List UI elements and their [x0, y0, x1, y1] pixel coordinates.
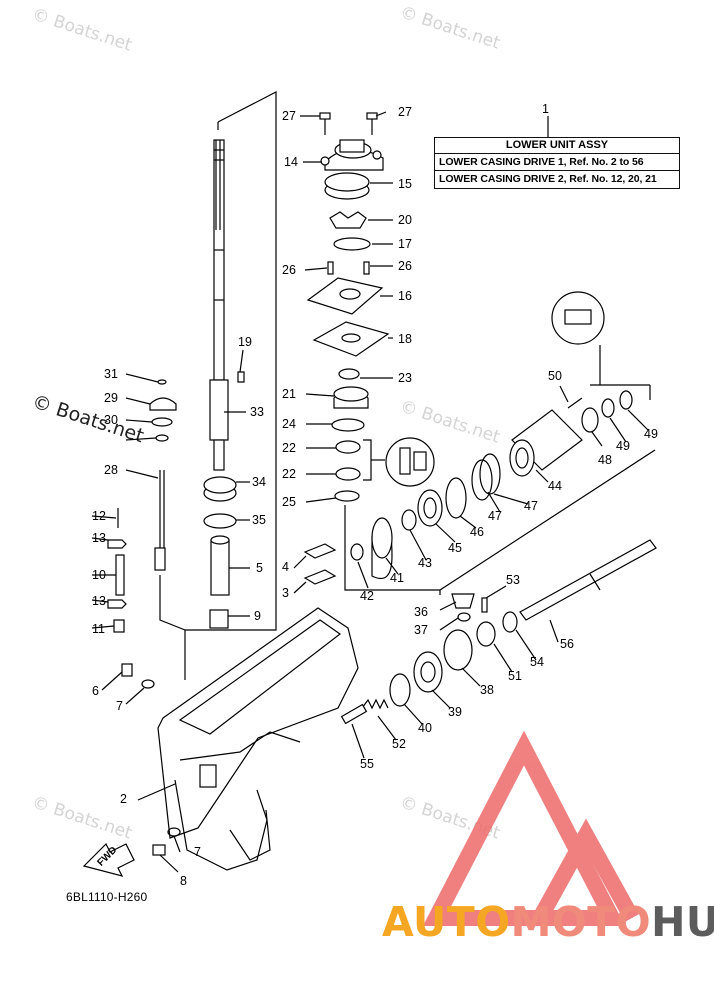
part-label-13: 13: [92, 594, 106, 608]
part-label-25: 25: [282, 495, 296, 509]
assembly-number: 1: [542, 102, 549, 116]
part-label-26: 26: [398, 259, 412, 273]
part-label-55: 55: [360, 757, 374, 771]
part-label-16: 16: [398, 289, 412, 303]
part-label-15: 15: [398, 177, 412, 191]
part-label-56: 56: [560, 637, 574, 651]
part-label-7: 7: [194, 845, 201, 859]
part-label-24: 24: [282, 417, 296, 431]
part-label-34: 34: [252, 475, 266, 489]
part-label-27: 27: [398, 105, 412, 119]
part-label-22: 22: [282, 467, 296, 481]
part-label-31: 31: [104, 367, 118, 381]
brand-wordmark: AUTOMOTOHUB: [382, 898, 714, 946]
part-label-13: 13: [92, 531, 106, 545]
part-label-54: 54: [530, 655, 544, 669]
assembly-info-box: LOWER UNIT ASSY LOWER CASING DRIVE 1, Re…: [434, 137, 680, 189]
part-label-28: 28: [104, 463, 118, 477]
part-label-22: 22: [282, 441, 296, 455]
assembly-line-1: LOWER CASING DRIVE 1, Ref. No. 2 to 56: [439, 156, 644, 168]
part-label-47: 47: [488, 509, 502, 523]
part-label-38: 38: [480, 683, 494, 697]
part-label-23: 23: [398, 371, 412, 385]
part-label-50: 50: [548, 369, 562, 383]
part-label-46: 46: [470, 525, 484, 539]
part-label-49: 49: [644, 427, 658, 441]
part-label-39: 39: [448, 705, 462, 719]
part-label-30: 30: [104, 413, 118, 427]
part-label-47: 47: [524, 499, 538, 513]
part-label-42: 42: [360, 589, 374, 603]
part-label-33: 33: [250, 405, 264, 419]
part-label-19: 19: [238, 335, 252, 349]
part-label-27: 27: [282, 109, 296, 123]
part-label-44: 44: [548, 479, 562, 493]
part-label-41: 41: [390, 571, 404, 585]
part-label-4: 4: [282, 560, 289, 574]
part-label-12: 12: [92, 509, 106, 523]
part-label-36: 36: [414, 605, 428, 619]
part-label-51: 51: [508, 669, 522, 683]
part-label-49: 49: [616, 439, 630, 453]
part-label-45: 45: [448, 541, 462, 555]
part-label-37: 37: [414, 623, 428, 637]
part-label-20: 20: [398, 213, 412, 227]
brand-part-auto: AUTO: [382, 898, 511, 946]
part-label-17: 17: [398, 237, 412, 251]
assembly-line-2: LOWER CASING DRIVE 2, Ref. No. 12, 20, 2…: [435, 170, 679, 187]
part-label-6: 6: [92, 684, 99, 698]
part-label-9: 9: [254, 609, 261, 623]
part-label-3: 3: [282, 586, 289, 600]
part-label-21: 21: [282, 387, 296, 401]
brand-part-moto: MOTO: [510, 898, 652, 946]
part-label-40: 40: [418, 721, 432, 735]
part-label-35: 35: [252, 513, 266, 527]
diagram-code: 6BL1110-H260: [66, 890, 148, 904]
part-label-18: 18: [398, 332, 412, 346]
part-label-14: 14: [284, 155, 298, 169]
part-label-8: 8: [180, 874, 187, 888]
brand-part-hub: HUB: [651, 898, 714, 946]
part-label-53: 53: [506, 573, 520, 587]
part-label-48: 48: [598, 453, 612, 467]
part-label-43: 43: [418, 556, 432, 570]
part-label-7: 7: [116, 699, 123, 713]
part-label-2: 2: [120, 792, 127, 806]
part-label-26: 26: [282, 263, 296, 277]
part-label-5: 5: [256, 561, 263, 575]
part-label-11: 11: [92, 622, 105, 636]
brand-logo-icon: [422, 730, 639, 926]
part-label-29: 29: [104, 391, 118, 405]
assembly-title: LOWER UNIT ASSY: [435, 138, 679, 154]
part-label-52: 52: [392, 737, 406, 751]
part-label-10: 10: [92, 568, 106, 582]
